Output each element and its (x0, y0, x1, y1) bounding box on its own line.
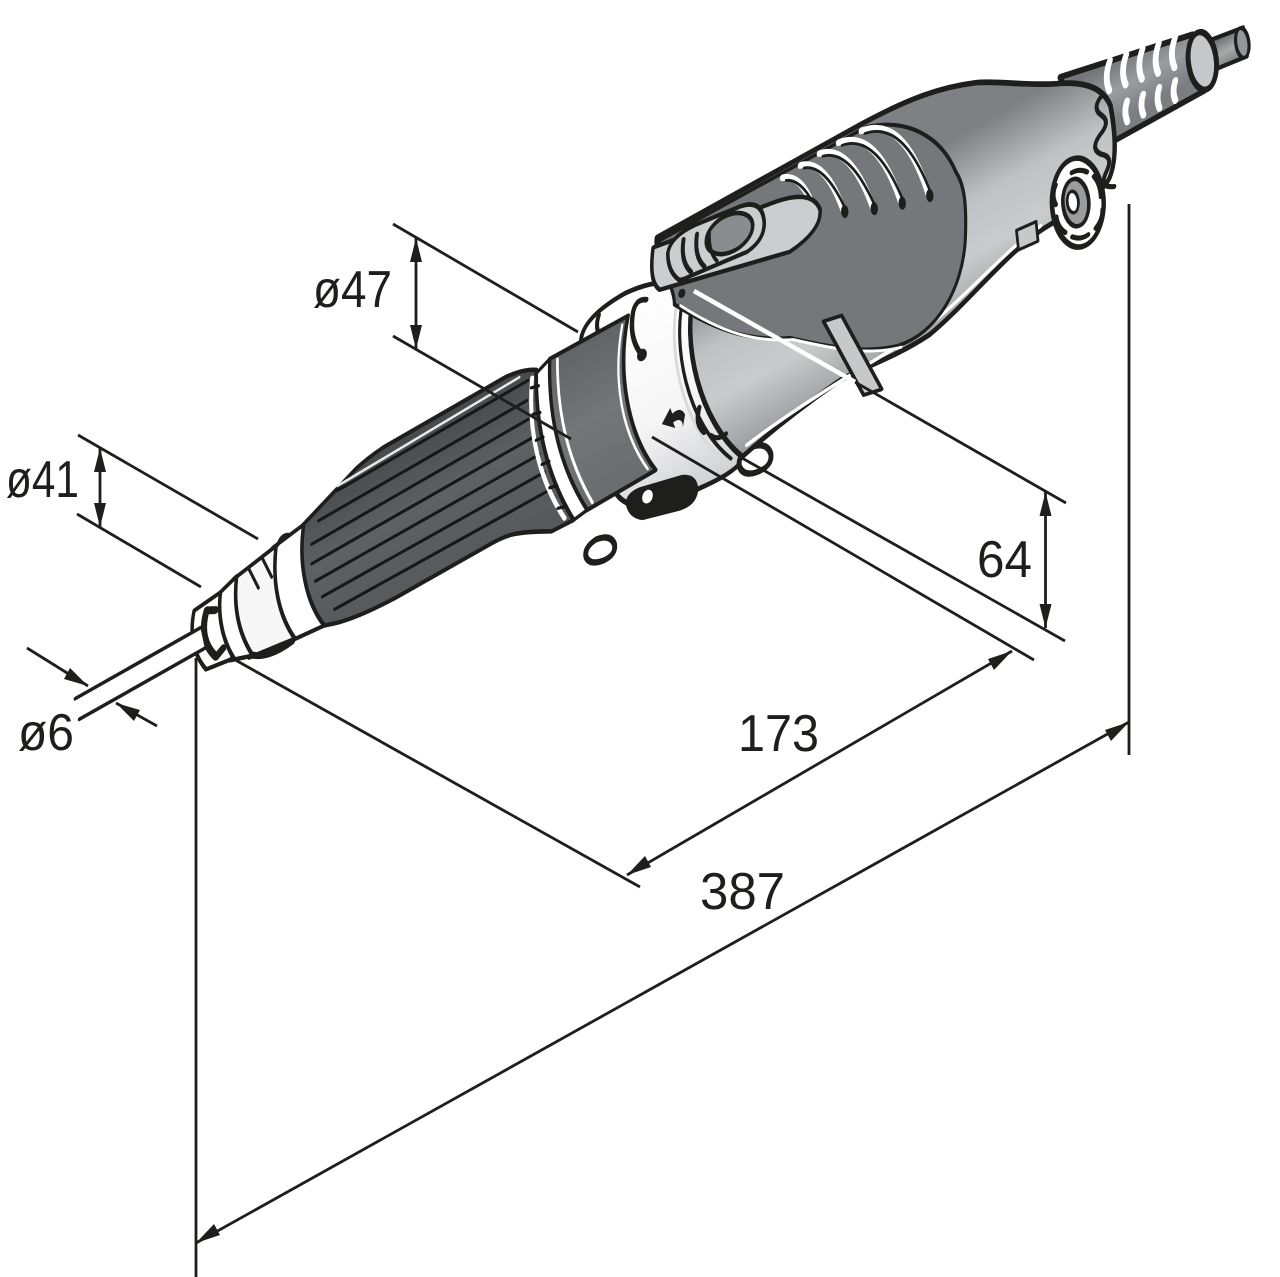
svg-text:64: 64 (977, 531, 1032, 589)
svg-text:ø6: ø6 (18, 704, 74, 762)
svg-text:173: 173 (738, 705, 819, 763)
svg-text:ø47: ø47 (313, 261, 392, 319)
svg-text:387: 387 (700, 863, 785, 921)
svg-text:ø41: ø41 (6, 451, 79, 509)
